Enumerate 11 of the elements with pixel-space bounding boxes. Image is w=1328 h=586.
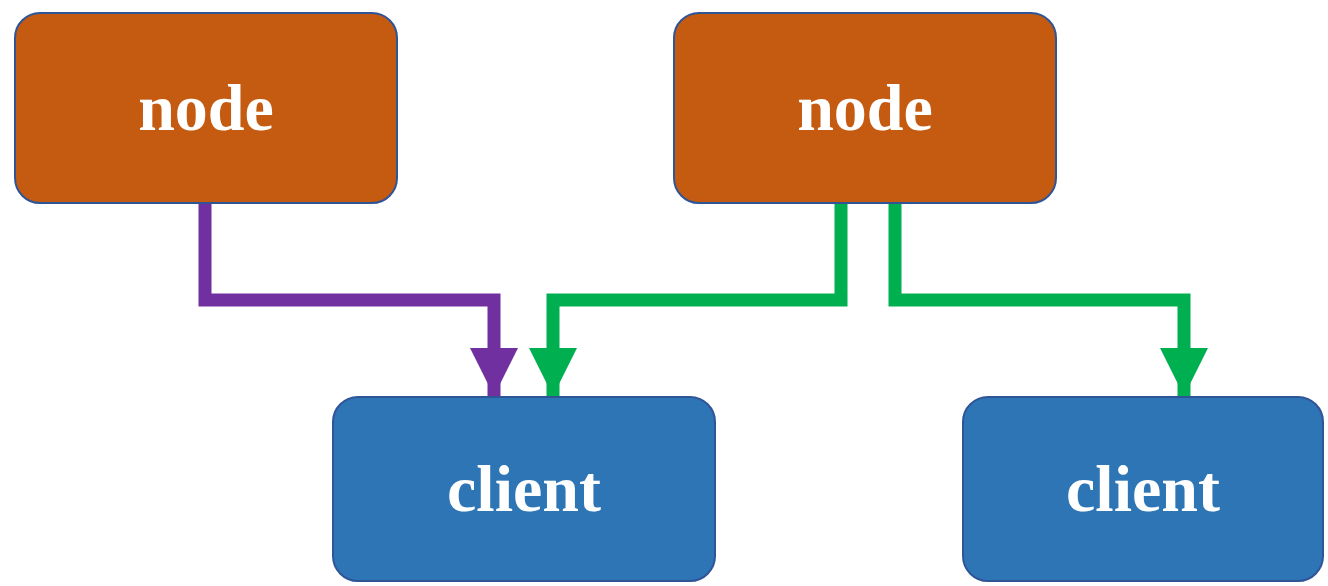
arrow (888, 204, 1208, 396)
node-label: client (447, 451, 601, 527)
arrow (529, 204, 848, 396)
arrow (198, 204, 518, 396)
client-box (332, 396, 716, 582)
server-box (14, 12, 398, 204)
node-label: client (1066, 451, 1220, 527)
node-label: node (138, 70, 274, 146)
server-box (673, 12, 1057, 204)
client-box (962, 396, 1324, 582)
node-label: node (797, 70, 933, 146)
